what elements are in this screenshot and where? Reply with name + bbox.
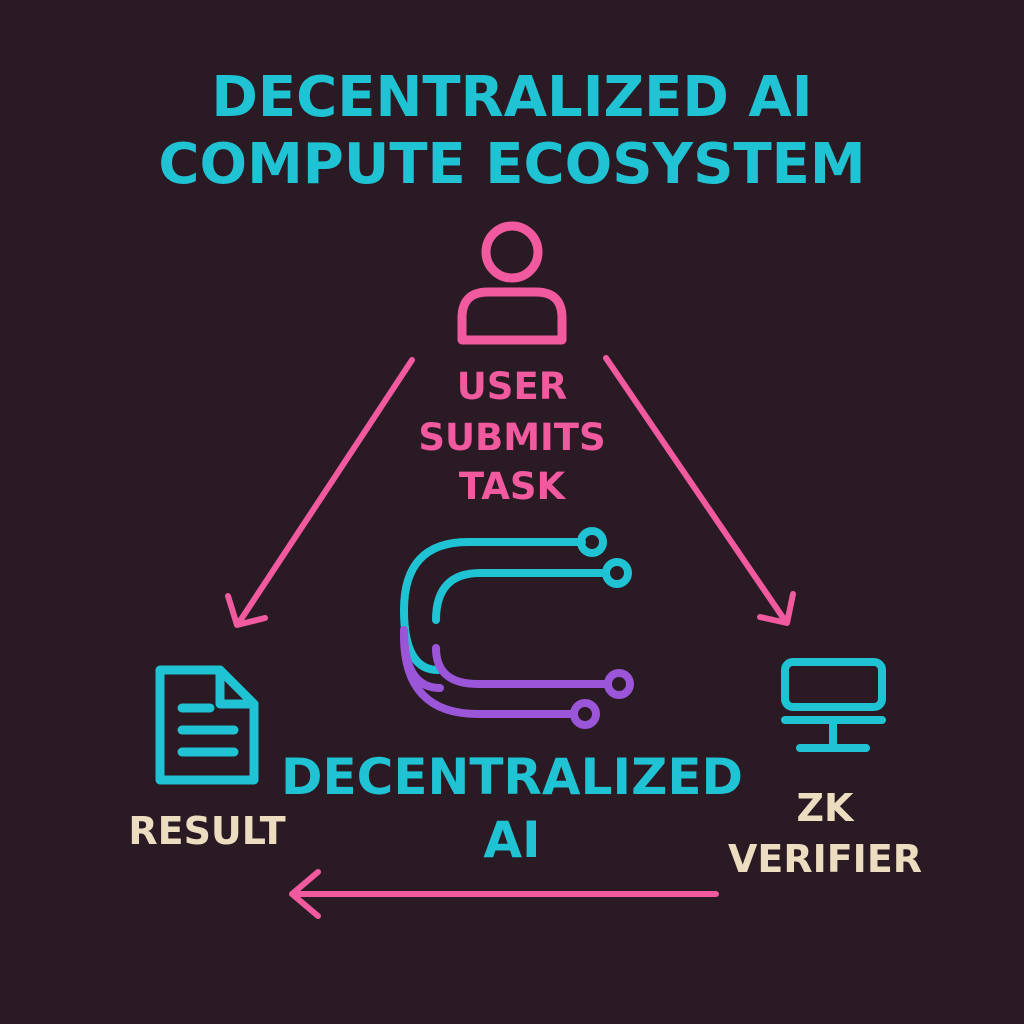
circuit-icon [399,527,634,729]
user-label-line-2: SUBMITS [418,416,606,459]
arrow-user-to-result [225,357,415,628]
hub-label-line-2: AI [483,811,541,869]
user-label-line-3: TASK [458,465,566,508]
title-line-1: DECENTRALIZED AI [211,65,813,130]
user-label-line-1: USER [456,365,568,408]
hub-label-line-1: DECENTRALIZED [280,748,744,806]
result-label: RESULT [128,809,286,853]
document-icon [155,665,259,785]
verifier-label-line-2: VERIFIER [727,837,923,881]
user-icon [457,221,567,345]
arrow-verifier-to-result [289,869,719,919]
monitor-icon [781,658,886,752]
title-line-2: COMPUTE ECOSYSTEM [158,132,866,197]
arrow-user-to-verifier [603,355,796,626]
verifier-label-line-1: ZK [796,786,854,830]
